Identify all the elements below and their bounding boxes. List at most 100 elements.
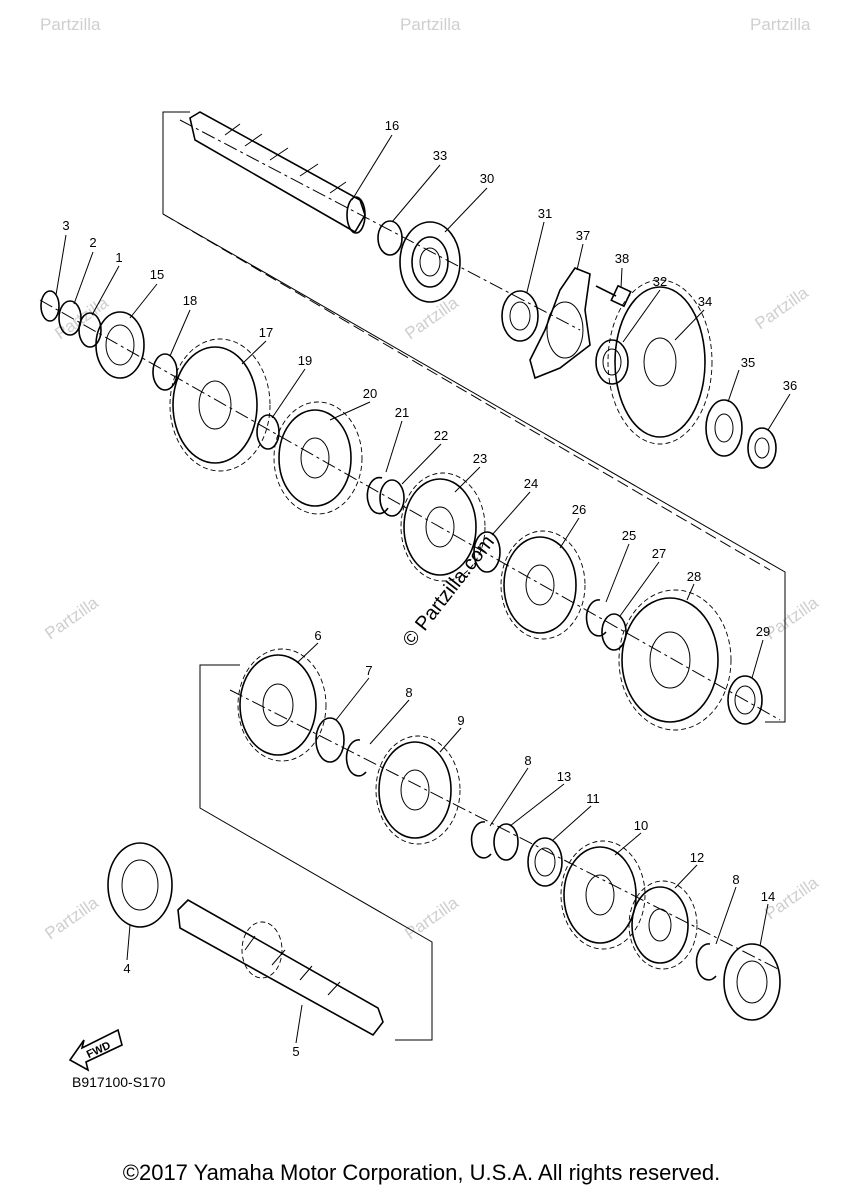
needle-bearing-11: [527, 837, 563, 887]
drive-axle: [177, 899, 384, 1037]
callout-18: 18: [183, 293, 197, 308]
bearing-29: [727, 675, 763, 725]
watermark: Partzilla: [750, 15, 811, 34]
callout-9: 9: [457, 713, 464, 728]
callout-13: 13: [557, 769, 571, 784]
watermark: Partzilla: [40, 15, 101, 34]
gear-6: [237, 648, 327, 762]
copyright-notice: ©2017 Yamaha Motor Corporation, U.S.A. A…: [122, 1160, 721, 1185]
watermark: Partzilla: [751, 283, 812, 334]
main-axle: [189, 111, 366, 234]
gear-12: [628, 880, 698, 970]
watermark: Partzilla: [41, 593, 102, 644]
retainer-plate-37: [529, 267, 591, 380]
o-ring: [377, 220, 403, 256]
callout-11: 11: [586, 791, 600, 806]
washer-27: [601, 613, 627, 651]
callout-22: 22: [434, 428, 448, 443]
oil-seal-31: [501, 290, 539, 342]
washer-19: [256, 414, 280, 450]
callout-1: 1: [115, 250, 122, 265]
collar-18: [152, 353, 178, 391]
watermark: Partzilla: [401, 293, 462, 344]
watermark: Partzilla: [401, 893, 462, 944]
callout-4: 4: [123, 961, 130, 976]
washer-22: [379, 479, 405, 517]
callout-6: 6: [314, 628, 321, 643]
lock-washer-35: [705, 399, 743, 457]
callout-15: 15: [150, 267, 164, 282]
callout-8: 8: [732, 872, 739, 887]
callout-10: 10: [634, 818, 648, 833]
fwd-arrow-icon: FWD: [68, 1028, 123, 1072]
washer-2: [58, 300, 82, 336]
callout-37: 37: [576, 228, 590, 243]
gear-10: [560, 840, 646, 950]
callout-21: 21: [395, 405, 409, 420]
callout-16: 16: [385, 118, 399, 133]
circlip-21: [366, 476, 389, 515]
watermark-layer: Partzilla Partzilla Partzilla Partzilla …: [40, 15, 822, 943]
fwd-label: FWD: [85, 1040, 113, 1061]
bolt-38: [595, 284, 632, 308]
callout-32: 32: [653, 274, 667, 289]
watermark: Partzilla: [400, 15, 461, 34]
axis-lines: [39, 119, 781, 971]
circlip-3: [40, 290, 60, 322]
bearing-30: [399, 221, 461, 303]
callout-2: 2: [89, 235, 96, 250]
collar-32: [595, 339, 629, 385]
callout-23: 23: [473, 451, 487, 466]
circlip-25: [585, 599, 607, 637]
washer-7: [315, 717, 345, 763]
callout-20: 20: [363, 386, 377, 401]
bearing-14: [723, 943, 781, 1021]
circlip-8: [695, 943, 717, 981]
gear-26: [500, 530, 586, 640]
nut-36: [747, 427, 777, 469]
callout-8: 8: [524, 753, 531, 768]
lower-assembly-frame: [199, 664, 433, 1041]
callout-33: 33: [433, 148, 447, 163]
callout-31: 31: [538, 206, 552, 221]
callout-8: 8: [405, 685, 412, 700]
callout-14: 14: [761, 889, 775, 904]
gear-20: [273, 401, 363, 515]
callout-30: 30: [480, 171, 494, 186]
callout-labels: 16 33 30 31 37 38 32 34 3 2 1 15 18 17 1…: [62, 118, 797, 1059]
callout-34: 34: [698, 294, 712, 309]
callout-35: 35: [741, 355, 755, 370]
leader-lines: [55, 134, 791, 1044]
callout-26: 26: [572, 502, 586, 517]
washer-13: [493, 823, 519, 861]
callout-3: 3: [62, 218, 69, 233]
gear-28: [618, 589, 732, 731]
callout-19: 19: [298, 353, 312, 368]
callout-7: 7: [365, 663, 372, 678]
drive-sprocket-34: [607, 279, 713, 445]
callout-36: 36: [783, 378, 797, 393]
collar-1: [78, 312, 102, 348]
watermark: Partzilla: [41, 893, 102, 944]
gear-23: [400, 472, 486, 582]
partzilla-watermark-center: © Partzilla.com: [399, 531, 499, 651]
upper-assembly-frame: [162, 111, 786, 723]
bearing-4: [107, 842, 173, 928]
gear-9: [375, 735, 461, 845]
callout-38: 38: [615, 251, 629, 266]
washer-24: [473, 531, 501, 573]
circlip-8: [470, 821, 492, 859]
callout-25: 25: [622, 528, 636, 543]
callout-29: 29: [756, 624, 770, 639]
figure-code: B917100-S170: [72, 1074, 166, 1090]
callout-24: 24: [524, 476, 538, 491]
watermark: Partzilla: [761, 593, 822, 644]
callout-5: 5: [292, 1044, 299, 1059]
callout-17: 17: [259, 325, 273, 340]
circlip-8: [345, 739, 367, 777]
callout-28: 28: [687, 569, 701, 584]
gear-17: [169, 338, 271, 472]
callout-27: 27: [652, 546, 666, 561]
callout-12: 12: [690, 850, 704, 865]
